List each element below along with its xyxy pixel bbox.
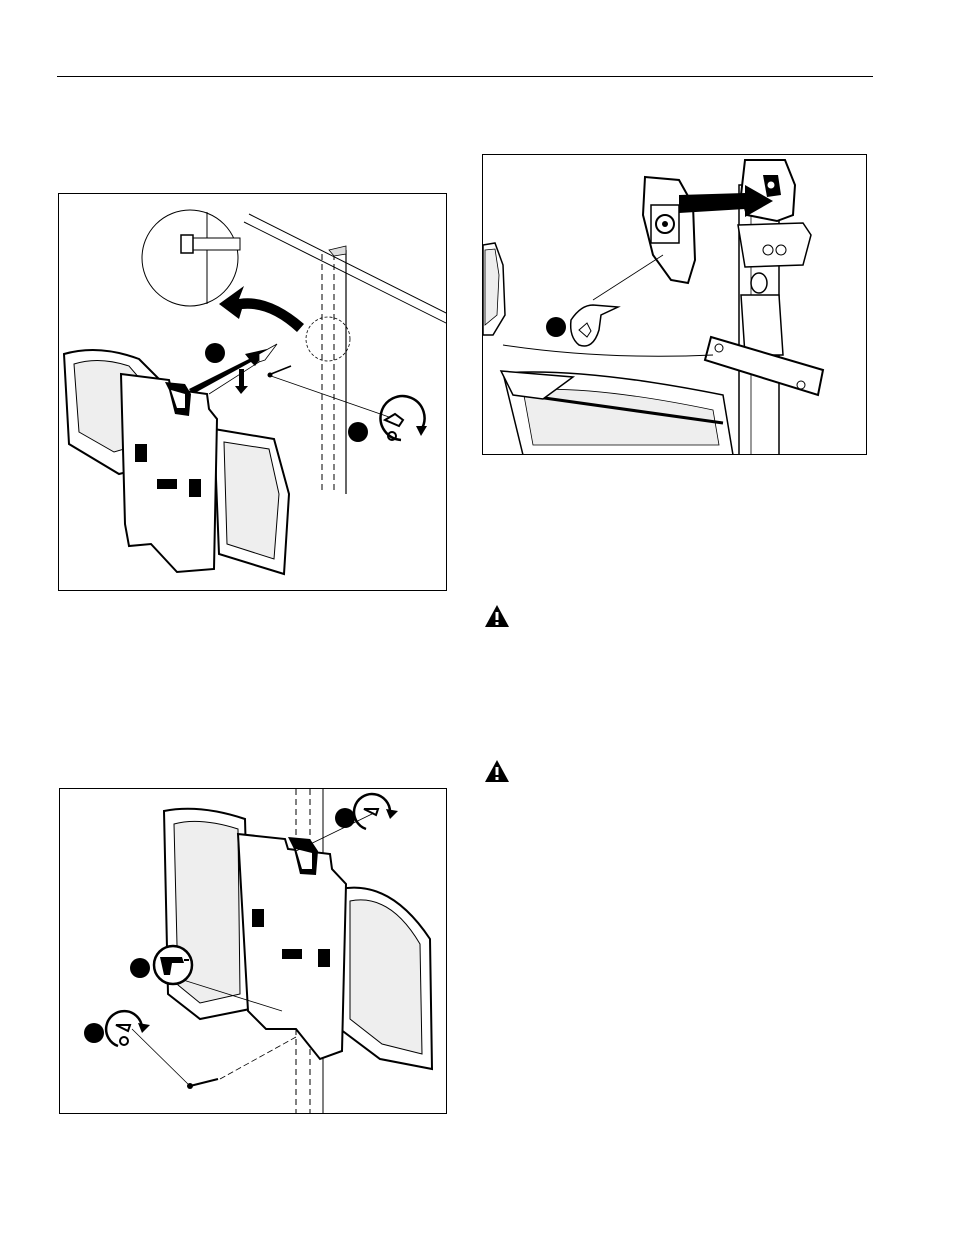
header-rule [57, 76, 873, 77]
warning-triangle-icon [484, 604, 510, 628]
warning-triangle-icon [484, 759, 510, 783]
cover-install-illustration [483, 155, 867, 455]
step-bullet [335, 808, 355, 828]
figure-wall-plate-mount [58, 193, 447, 591]
drill-icon [154, 946, 192, 984]
step-bullet [205, 343, 225, 363]
drill-secure-illustration [60, 789, 447, 1114]
wrench-rotate-icon [381, 396, 427, 440]
step-bullet [348, 422, 368, 442]
hand-icon [571, 305, 618, 346]
wrench-rotate-icon [354, 794, 398, 829]
step-bullet [84, 1023, 104, 1043]
figure-cover-install [482, 154, 867, 455]
figure-drill-secure [59, 788, 447, 1114]
step-bullet [546, 317, 566, 337]
wall-plate-mount-illustration [59, 194, 447, 591]
step-bullet [130, 958, 150, 978]
